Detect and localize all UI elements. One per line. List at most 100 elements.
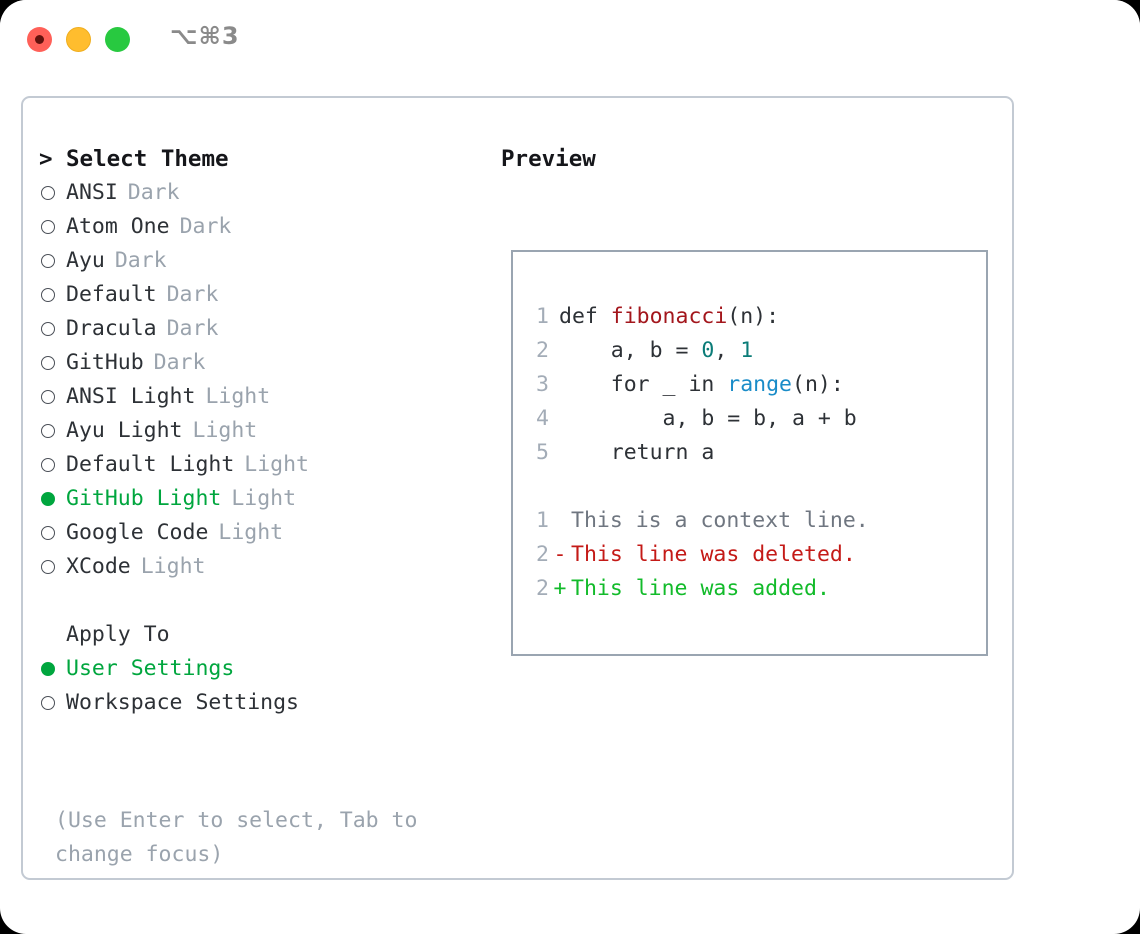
diff-line: 1 This is a context line. (525, 504, 869, 538)
theme-name: Default (66, 282, 157, 307)
theme-category-badge: Dark (114, 248, 167, 273)
radio-glyph (41, 288, 55, 302)
preview-title: Preview (501, 146, 596, 172)
theme-name: ANSI Light (66, 384, 196, 409)
code-line: 2 a, b = 0, 1 (525, 334, 869, 368)
diff-text: This line was deleted. (571, 542, 856, 567)
theme-list-item[interactable]: XCode Light (39, 550, 489, 584)
theme-category-badge: Light (140, 554, 206, 579)
apply-to-option-label: User Settings (66, 656, 235, 681)
theme-list-item[interactable]: GitHub Light Light (39, 482, 489, 516)
code-diff-spacer (525, 470, 869, 504)
code-token: (n): (792, 372, 844, 397)
theme-category-badge: Light (192, 418, 258, 443)
code-line-number: 3 (536, 372, 549, 397)
code-line-number: 1 (536, 304, 549, 329)
code-token: 0 (701, 338, 715, 363)
heading-caret-icon: > (39, 146, 53, 172)
theme-list-item[interactable]: ANSI Light Light (39, 380, 489, 414)
theme-category-badge: Dark (127, 180, 180, 205)
apply-to-option[interactable]: Workspace Settings (39, 686, 489, 720)
theme-list-item[interactable]: ANSI Dark (39, 176, 489, 210)
theme-name: Atom One (66, 214, 170, 239)
code-token: (n): (727, 304, 780, 329)
keyboard-hint-text: (Use Enter to select, Tab to change focu… (55, 808, 418, 867)
theme-category-badge: Dark (179, 214, 232, 239)
diff-lines: 1 This is a context line.2-This line was… (525, 504, 869, 606)
theme-category-badge: Light (205, 384, 271, 409)
diff-marker: - (553, 542, 567, 567)
radio-glyph (41, 526, 55, 540)
apply-to-option[interactable]: User Settings (39, 652, 489, 686)
theme-name: XCode (66, 554, 131, 579)
code-token: for _ in (559, 372, 728, 397)
list-spacer (39, 584, 489, 618)
theme-category-badge: Light (231, 486, 297, 511)
radio-glyph (41, 696, 55, 710)
theme-name: Default Light (66, 452, 235, 477)
radio-glyph (41, 356, 55, 370)
code-token: a, b = (559, 338, 702, 363)
theme-category-badge: Dark (166, 282, 219, 307)
select-theme-heading: > Select Theme (39, 142, 489, 176)
radio-glyph (41, 662, 55, 676)
theme-list-item[interactable]: Ayu Dark (39, 244, 489, 278)
radio-glyph (41, 560, 55, 574)
theme-name: GitHub Light (66, 486, 222, 511)
apply-to-label: Apply To (66, 622, 170, 647)
code-token: return a (559, 440, 715, 465)
diff-line-number: 2 (536, 542, 549, 567)
code-line: 3 for _ in range(n): (525, 368, 869, 402)
minimize-window-button[interactable] (66, 27, 91, 52)
code-line: 5 return a (525, 436, 869, 470)
theme-category-badge: Dark (153, 350, 206, 375)
radio-glyph (41, 424, 55, 438)
theme-category-badge: Dark (166, 316, 219, 341)
apply-to-heading: Apply To (39, 618, 489, 652)
theme-list-item[interactable]: Dracula Dark (39, 312, 489, 346)
code-token: , (714, 338, 741, 363)
theme-list-item[interactable]: Atom One Dark (39, 210, 489, 244)
radio-glyph (41, 220, 55, 234)
theme-name: Ayu (66, 248, 105, 273)
code-line: 4 a, b = b, a + b (525, 402, 869, 436)
theme-name: ANSI (66, 180, 118, 205)
diff-line-number: 2 (536, 576, 549, 601)
radio-glyph (41, 322, 55, 336)
title-bar: ⌥⌘3 (0, 0, 1140, 78)
code-line-number: 4 (536, 406, 549, 431)
code-token: 1 (740, 338, 754, 363)
code-token: fibonacci (610, 304, 728, 329)
theme-name: Ayu Light (66, 418, 183, 443)
theme-name: Google Code (66, 520, 209, 545)
radio-glyph (41, 254, 55, 268)
diff-text: This line was added. (571, 576, 830, 601)
code-line-number: 2 (536, 338, 549, 363)
maximize-window-button[interactable] (105, 27, 130, 52)
code-token: a, b = b, a + b (559, 406, 857, 431)
theme-list-item[interactable]: Default Dark (39, 278, 489, 312)
diff-marker (549, 504, 571, 538)
page-title: Select Theme (66, 146, 229, 172)
diff-marker: + (553, 576, 567, 601)
diff-line: 2-This line was deleted. (525, 538, 869, 572)
theme-name: Dracula (66, 316, 157, 341)
theme-list-item[interactable]: Ayu Light Light (39, 414, 489, 448)
code-token: range (727, 372, 793, 397)
radio-glyph (41, 390, 55, 404)
diff-line-number: 1 (536, 508, 549, 533)
radio-glyph (41, 492, 55, 506)
close-window-button[interactable] (27, 27, 52, 52)
